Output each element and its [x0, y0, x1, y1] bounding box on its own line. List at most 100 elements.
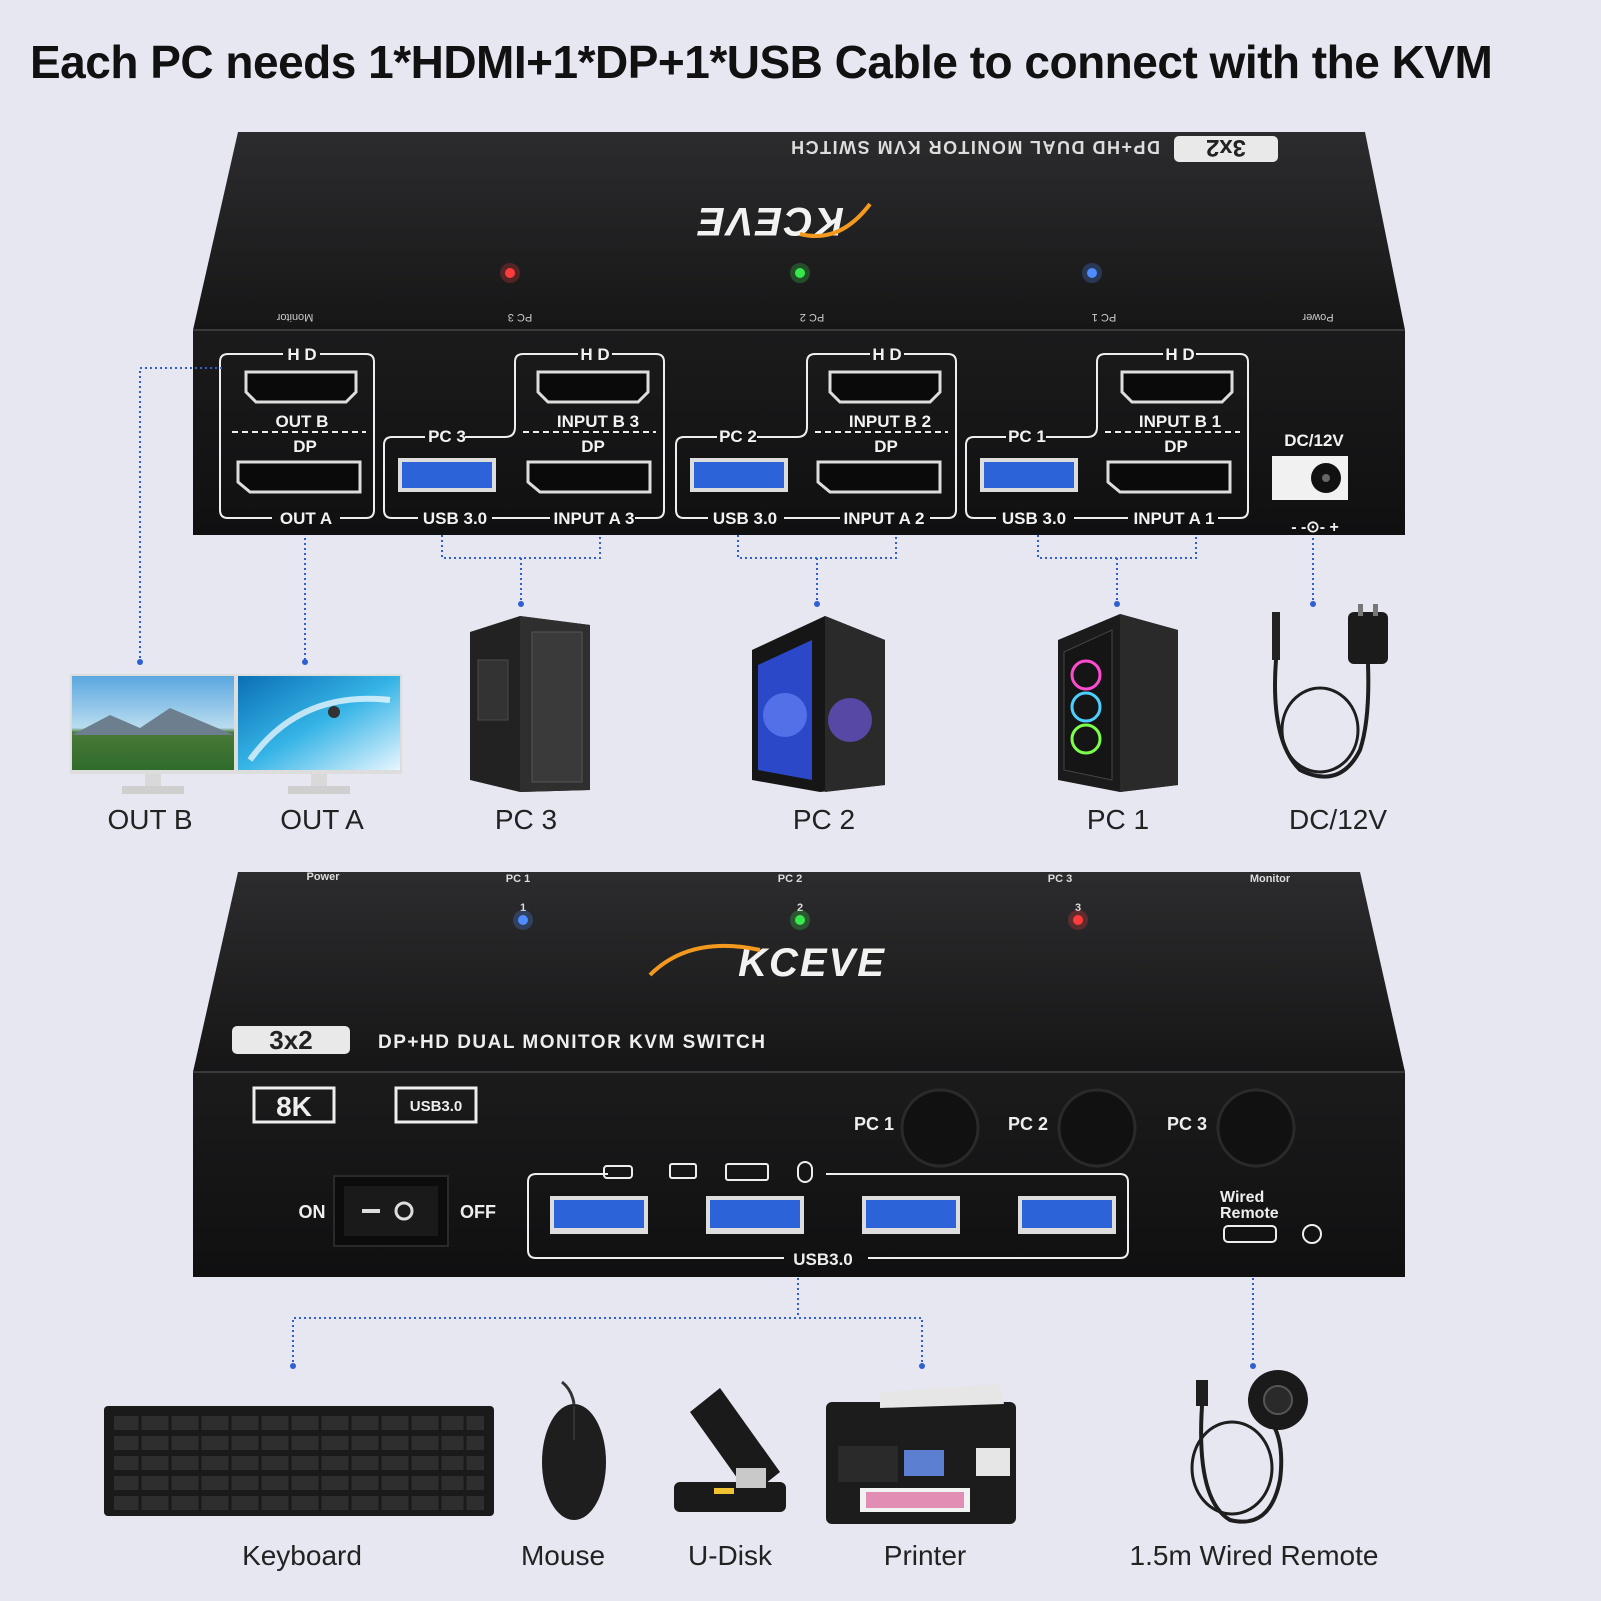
lbl-dp-2: DP	[581, 437, 605, 456]
bot-led-pc1	[518, 915, 528, 925]
lbl-usb-1: USB 3.0	[1002, 509, 1066, 528]
bot-title: DP+HD DUAL MONITOR KVM SWITCH	[378, 1032, 767, 1053]
monitor-out-b	[70, 674, 236, 794]
pc1-button-label: PC 1	[854, 1114, 894, 1134]
bot-ind-pc3: PC 3	[1048, 873, 1072, 885]
monitor-out-a	[236, 674, 402, 794]
label-pc1: PC 1	[1086, 804, 1150, 835]
lbl-pc1: PC 1	[1008, 427, 1046, 446]
top-ind-pc1: PC 1	[1092, 311, 1116, 323]
hdmi-input-b2	[828, 370, 942, 404]
bot-ind-pc2: PC 2	[778, 873, 802, 885]
top-led-pc2	[795, 268, 805, 278]
label-pc3: PC 3	[494, 804, 558, 835]
dp-input-a2	[816, 460, 942, 494]
bot-badge: 3x2	[269, 1025, 312, 1055]
lbl-input-a1: INPUT A 1	[1134, 509, 1215, 528]
power-switch[interactable]	[333, 1175, 449, 1247]
lbl-dp-1: DP	[293, 437, 317, 456]
badge-usb: USB3.0	[410, 1098, 463, 1115]
pc2-button-label: PC 2	[1008, 1114, 1048, 1134]
svg-text:- -⊙- +: - -⊙- +	[1291, 519, 1339, 536]
top-ind-pc3: PC 3	[508, 311, 532, 323]
lbl-out-a: OUT A	[280, 509, 332, 528]
udisk-image	[674, 1388, 786, 1512]
pc3-button-label: PC 3	[1167, 1114, 1207, 1134]
pc1-button[interactable]	[900, 1088, 980, 1168]
hdmi-input-b3	[536, 370, 650, 404]
dp-out-a	[236, 460, 362, 494]
remote-label: Remote	[1220, 1205, 1279, 1222]
mouse-icon	[797, 1161, 813, 1183]
lbl-out-b: OUT B	[276, 412, 329, 431]
top-kvm-device: 3x2 DP+HD DUAL MONITOR KVM SWITCH KCEVE …	[193, 132, 1405, 536]
bottom-kvm-device: Power PC 1 PC 2 PC 3 Monitor 1 2 3 KCEVE…	[193, 871, 1405, 1277]
bot-brand: KCEVE	[738, 941, 886, 985]
hdmi-input-b1	[1120, 370, 1234, 404]
out-port-group	[219, 353, 375, 519]
top-ind-pc2: PC 2	[800, 311, 824, 323]
lbl-input-a2: INPUT A 2	[844, 509, 925, 528]
hdmi-ports	[244, 370, 1234, 404]
printer-icon	[669, 1163, 697, 1179]
lbl-hd-1: H D	[287, 345, 316, 364]
lbl-input-a3: INPUT A 3	[554, 509, 635, 528]
label-out-a: OUT A	[280, 804, 364, 835]
top-ind-power: Power	[1302, 311, 1334, 323]
label-printer: Printer	[883, 1540, 967, 1571]
lbl-hd-2: H D	[580, 345, 609, 364]
top-usb-ports	[398, 458, 1078, 492]
top-guide-lines	[139, 367, 1314, 660]
bot-ind-power: Power	[306, 871, 340, 883]
usb-disk-icon	[603, 1165, 633, 1179]
pc3-tower	[470, 616, 590, 792]
label-mouse: Mouse	[520, 1540, 606, 1571]
lbl-input-b3: INPUT B 3	[557, 412, 639, 431]
pc2-button[interactable]	[1057, 1088, 1137, 1168]
lbl-input-b1: INPUT B 1	[1139, 412, 1221, 431]
top-device-lid	[193, 132, 1405, 330]
bot-ind-pc1: PC 1	[506, 873, 530, 885]
bot-led-pc3	[1073, 915, 1083, 925]
lbl-hd-4: H D	[1165, 345, 1194, 364]
lbl-input-b2: INPUT B 2	[849, 412, 931, 431]
wired-label: Wired	[1220, 1189, 1264, 1206]
lbl-usb-3: USB 3.0	[423, 509, 487, 528]
label-udisk: U-Disk	[688, 1540, 772, 1571]
usb-group-label: USB3.0	[793, 1250, 853, 1269]
pc-buttons	[900, 1088, 1296, 1168]
pc2-tower	[752, 616, 885, 792]
dc-adapter	[1272, 604, 1388, 779]
keyboard-icon	[725, 1163, 769, 1181]
lbl-dp-4: DP	[1164, 437, 1188, 456]
label-out-b: OUT B	[107, 804, 193, 835]
lbl-pc3: PC 3	[428, 427, 466, 446]
bot-led-num-3: 3	[1075, 902, 1081, 914]
dp-input-a3	[526, 460, 652, 494]
top-badge: 3x2	[1206, 134, 1246, 161]
headline: Each PC needs 1*HDMI+1*DP+1*USB Cable to…	[30, 36, 1493, 88]
bot-led-num-1: 1	[520, 902, 526, 914]
bot-led-num-2: 2	[797, 902, 803, 914]
wired-remote-image	[1190, 1370, 1308, 1524]
printer-image	[826, 1384, 1016, 1524]
bot-ind-monitor: Monitor	[1250, 873, 1291, 885]
top-led-pc1	[1087, 268, 1097, 278]
keyboard-image	[104, 1406, 494, 1516]
hdmi-out-b	[244, 370, 358, 404]
remote-port	[1223, 1225, 1277, 1243]
label-remote: 1.5m Wired Remote	[1129, 1540, 1379, 1571]
pc3-button[interactable]	[1216, 1088, 1296, 1168]
dp-ports	[236, 460, 1232, 494]
label-dc: DC/12V	[1288, 804, 1388, 835]
lbl-usb-2: USB 3.0	[713, 509, 777, 528]
lbl-hd-3: H D	[872, 345, 901, 364]
top-title: DP+HD DUAL MONITOR KVM SWITCH	[790, 137, 1160, 157]
mouse-image	[542, 1380, 606, 1520]
switch-on-label: ON	[299, 1202, 326, 1222]
switch-off-label: OFF	[460, 1202, 496, 1222]
bottom-usb-ports	[550, 1196, 1116, 1234]
label-keyboard: Keyboard	[242, 1540, 362, 1571]
bot-led-pc2	[795, 915, 805, 925]
